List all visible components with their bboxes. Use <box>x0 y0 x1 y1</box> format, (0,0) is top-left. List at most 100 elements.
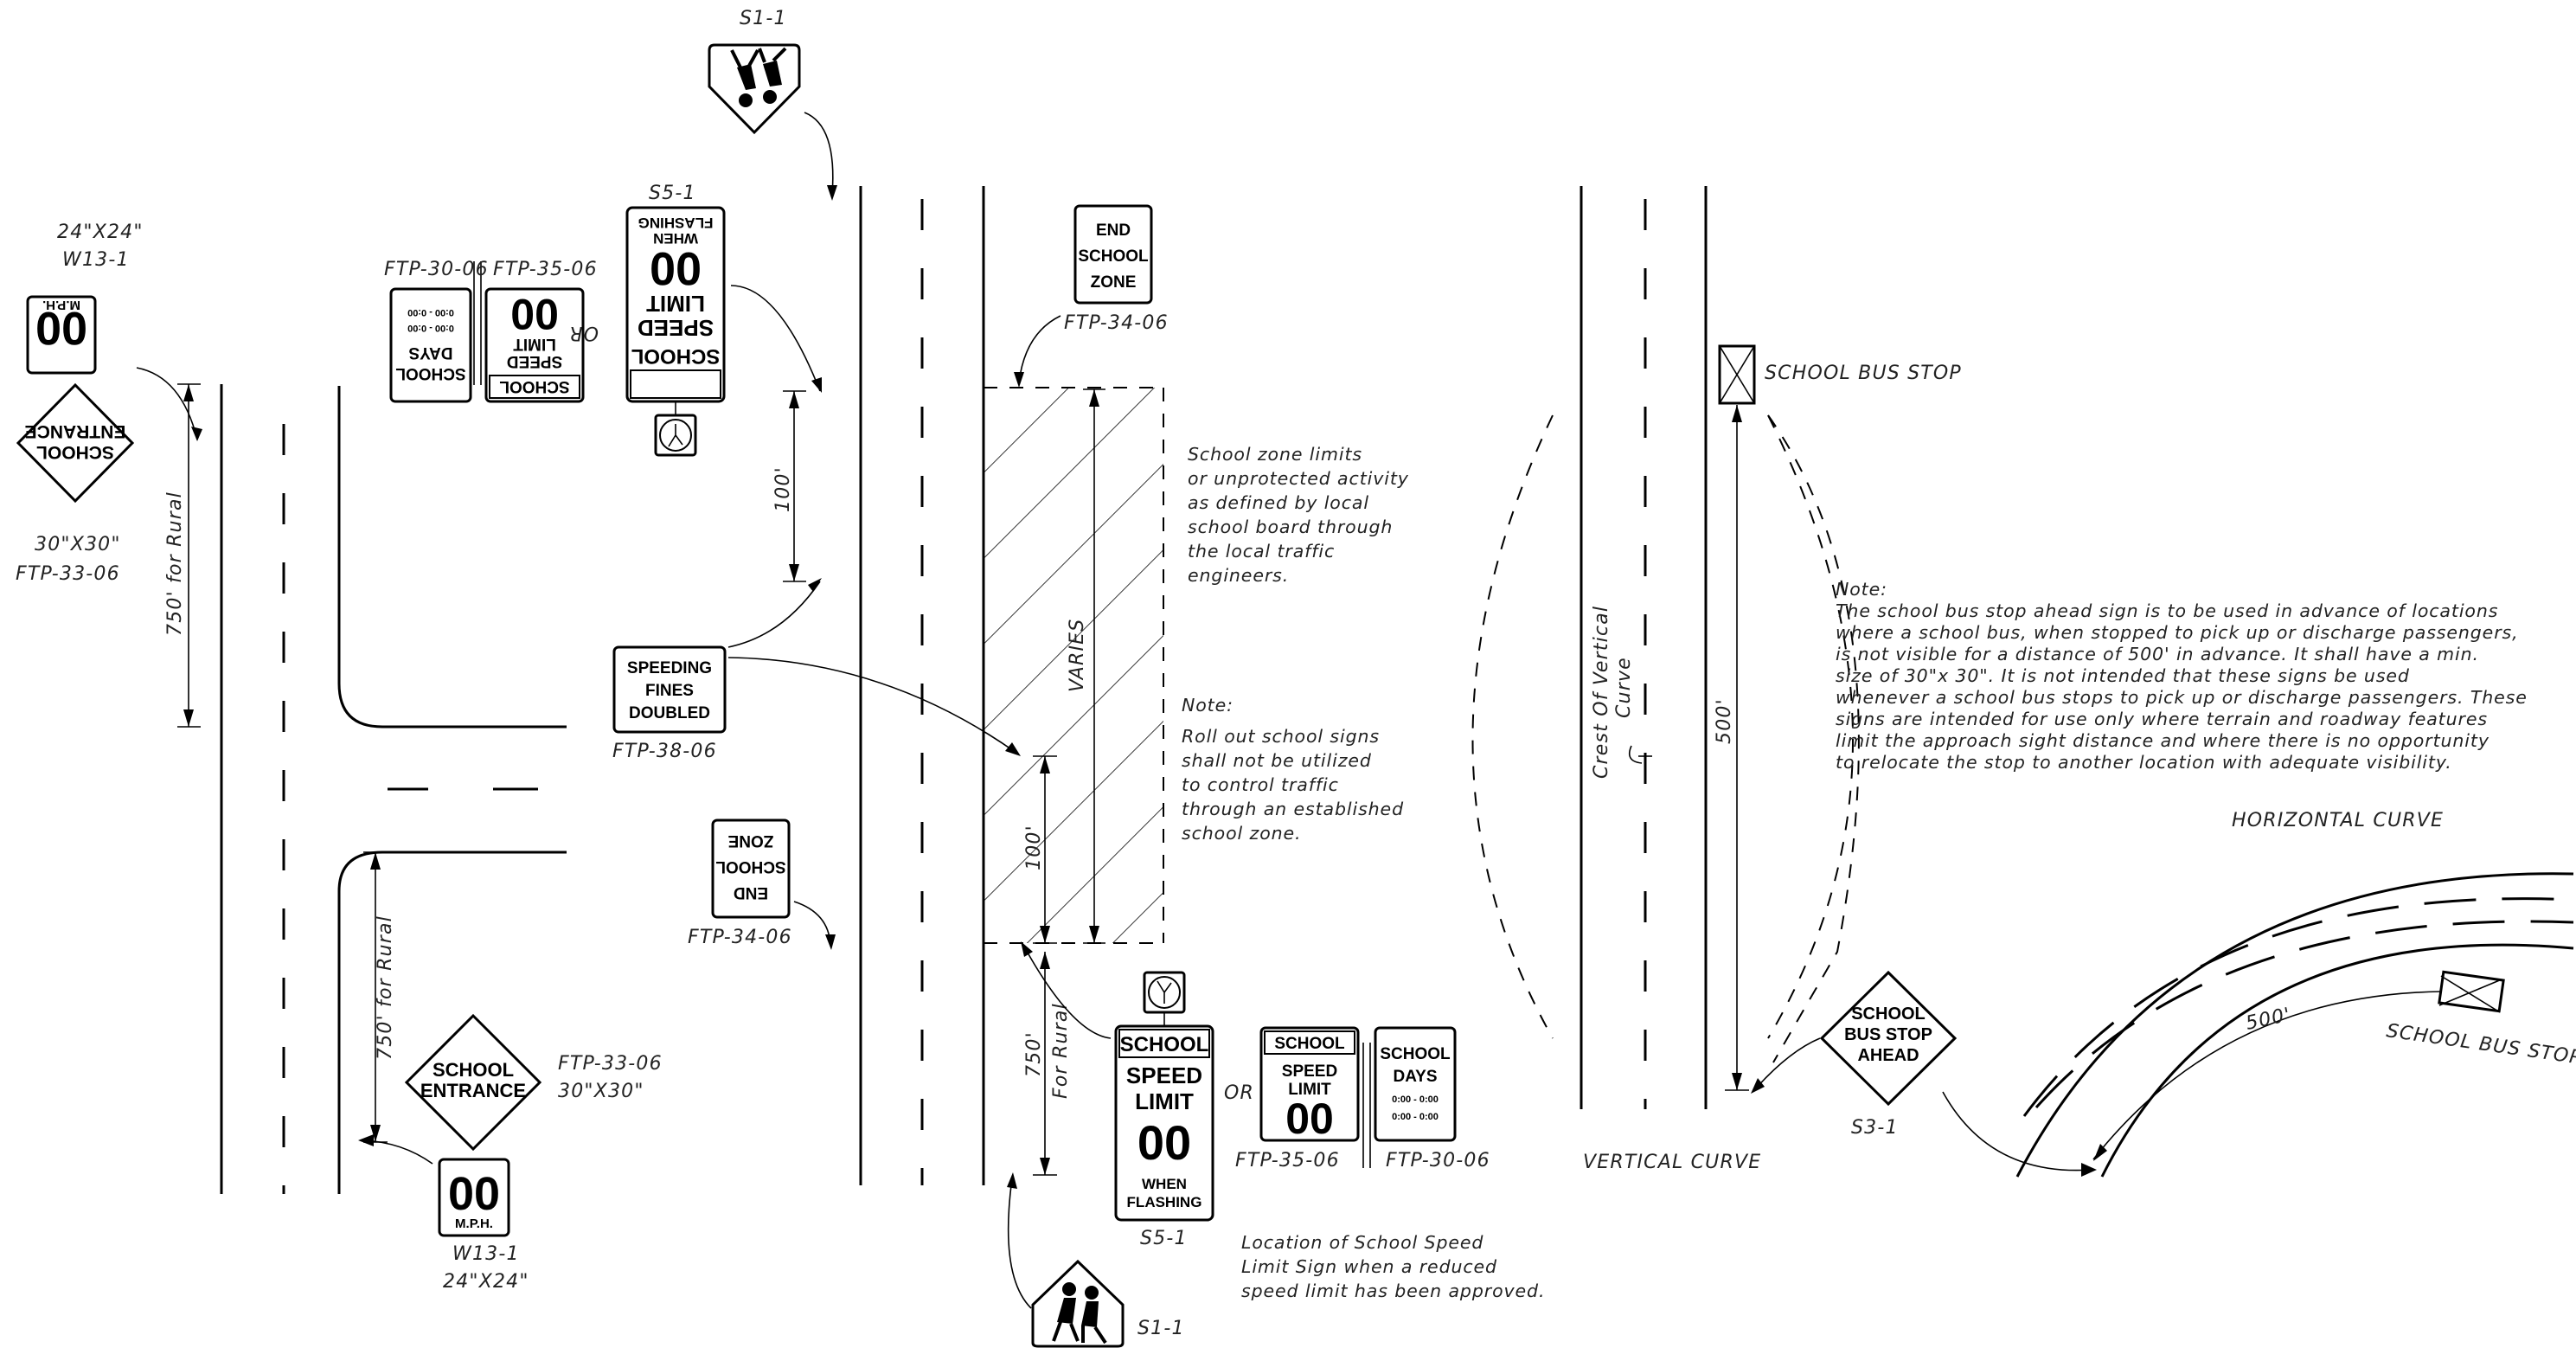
varies-label: VARIES <box>1067 619 1088 692</box>
ftp30-top-time2: 0:00 - 0:00 <box>407 307 454 318</box>
svg-text:engineers.: engineers. <box>1188 565 1289 586</box>
roll-out-note: Note: Roll out school signs shall not be… <box>1182 695 1404 844</box>
ftp35-top-limit: LIMIT <box>513 335 556 353</box>
s1-sign-top <box>708 43 801 135</box>
s5-bottom-limit: LIMIT <box>1135 1088 1194 1114</box>
s5-top-when: WHEN <box>653 230 698 247</box>
entrance-bottom-line2: ENTRANCE <box>420 1080 526 1101</box>
bus-stop-note: Note: The school bus stop ahead sign is … <box>1836 579 2528 773</box>
entrance-bottom-line1: SCHOOL <box>433 1059 514 1081</box>
ftp35-top-speed: SPEED <box>507 352 562 370</box>
children-crossing-icon-top <box>730 47 787 107</box>
svg-text:Limit Sign when a reduced: Limit Sign when a reduced <box>1241 1256 1497 1277</box>
end-mid-line3: ZONE <box>728 831 774 850</box>
entrance-top-line1: SCHOOL <box>36 442 114 462</box>
school-bus-stop-marker-curve <box>2438 970 2505 1013</box>
ftp35-bottom-label: FTP-35-06 <box>1235 1150 1340 1171</box>
beacon-icon-top <box>659 419 692 452</box>
svg-text:where a school bus, when stopp: where a school bus, when stopped to pick… <box>1836 622 2519 643</box>
dim-750-label: 750' <box>1023 1031 1045 1077</box>
dimension-500-curve <box>2092 991 2442 1160</box>
svg-text:Note:: Note: <box>1182 695 1234 716</box>
svg-text:or unprotected activity: or unprotected activity <box>1188 468 1409 489</box>
dim-100-mid-label: 100' <box>1023 825 1045 870</box>
ftp34-top-label: FTP-34-06 <box>1064 312 1169 334</box>
svg-text:to relocate the stop to anothe: to relocate the stop to another location… <box>1836 752 2452 773</box>
svg-text:through an established: through an established <box>1182 799 1404 819</box>
s5-top-speed: SPEED <box>638 315 714 341</box>
w13-bottom-value: 00 <box>448 1168 500 1220</box>
dim-750-rural-bottom-label: 750' for Rural <box>375 915 396 1060</box>
ftp35-sign-bottom: SCHOOL SPEED LIMIT 00 <box>1259 1026 1360 1143</box>
ftp30-bottom-line1: SCHOOL <box>1380 1045 1451 1063</box>
school-entrance-sign-top: SCHOOL ENTRANCE <box>16 382 135 504</box>
location-note: Location of School Speed Limit Sign when… <box>1241 1232 1545 1301</box>
svg-text:school zone.: school zone. <box>1182 823 1301 844</box>
svg-text:to control traffic: to control traffic <box>1182 774 1339 795</box>
bus-stop-curve-label: SCHOOL BUS STOP <box>2385 1020 2576 1069</box>
size-24-top-label: 24"X24" <box>57 221 144 243</box>
end-mid-line1: END <box>734 883 768 902</box>
end-school-zone-sign-mid: END SCHOOL ZONE <box>711 818 791 919</box>
ftp30-bottom-time1: 0:00 - 0:00 <box>1392 1094 1439 1105</box>
ftp30-sign-bottom: SCHOOL DAYS 0:00 - 0:00 0:00 - 0:00 <box>1374 1026 1457 1142</box>
ftp38-label: FTP-38-06 <box>612 741 717 762</box>
svg-text:whenever a school bus stops to: whenever a school bus stops to pick up o… <box>1836 687 2528 708</box>
entrance-top-line2: ENTRANCE <box>25 421 126 441</box>
ftp35-sign-top: SCHOOL SPEED LIMIT 00 <box>484 287 585 403</box>
ftp35-top-school: SCHOOL <box>499 377 570 395</box>
s5-bottom-flashing: FLASHING <box>1127 1194 1202 1210</box>
s3-label: S3-1 <box>1851 1117 1899 1139</box>
ftp30-top-time1: 0:00 - 0:00 <box>407 323 454 333</box>
ftp35-bottom-speed: SPEED <box>1282 1062 1337 1081</box>
vertical-curve-label: VERTICAL CURVE <box>1583 1152 1761 1173</box>
dimension-100-mid <box>1033 755 1057 944</box>
ftp30-bottom-line2: DAYS <box>1393 1068 1437 1086</box>
svg-text:Note:: Note: <box>1836 579 1887 600</box>
w13-top-unit: M.P.H. <box>42 298 80 312</box>
dim-100-top-label: 100' <box>772 466 794 512</box>
svg-text:shall not be utilized: shall not be utilized <box>1182 750 1372 771</box>
svg-text:as defined by local: as defined by local <box>1188 492 1369 513</box>
svg-text:signs are intended for use onl: signs are intended for use only where te… <box>1836 709 2488 729</box>
size-30-top-label: 30"X30" <box>35 534 121 555</box>
dim-for-rural-label: For Rural <box>1050 1003 1072 1099</box>
w13-sign-top: 00 M.P.H. <box>26 295 97 375</box>
horizontal-curve-label: HORIZONTAL CURVE <box>2232 810 2444 831</box>
s5-top-limit: LIMIT <box>646 291 705 317</box>
w13-sign-bottom: 00 M.P.H. <box>438 1158 510 1237</box>
or-top-label: OR <box>568 322 599 343</box>
svg-text:limit the approach sight dista: limit the approach sight distance and wh… <box>1836 730 2489 751</box>
dimension-500-vertical <box>1725 405 1749 1091</box>
s5-top-school: SCHOOL <box>631 344 721 368</box>
main-road <box>859 186 985 1185</box>
bus-ahead-line2: BUS STOP <box>1844 1025 1932 1044</box>
ftp30-bottom-time2: 0:00 - 0:00 <box>1392 1112 1439 1122</box>
svg-text:is not visible for a distance: is not visible for a distance of 500' in… <box>1836 644 2479 664</box>
end-mid-line2: SCHOOL <box>715 857 786 876</box>
crest-label: Crest Of Vertical <box>1591 606 1612 779</box>
svg-text:Location of School Speed: Location of School Speed <box>1241 1232 1483 1253</box>
ftp35-bottom-limit: LIMIT <box>1288 1081 1331 1099</box>
school-bus-ahead-sign: SCHOOL BUS STOP AHEAD <box>1819 970 1958 1107</box>
size-24-bottom-label: 24"X24" <box>443 1271 529 1293</box>
s5-top-flashing: FLASHING <box>638 215 714 231</box>
s5-bottom-label: S5-1 <box>1140 1228 1188 1249</box>
school-zone-limits-note: School zone limits or unprotected activi… <box>1188 444 1409 586</box>
varies-dimension <box>1083 388 1105 944</box>
svg-text:speed limit has been approved.: speed limit has been approved. <box>1241 1281 1545 1301</box>
vertical-curve-road <box>1471 186 1854 1109</box>
fines-line1: SPEEDING <box>627 659 712 677</box>
or-bottom-label: OR <box>1224 1082 1254 1104</box>
s5-bottom-when: WHEN <box>1142 1176 1187 1192</box>
bus-ahead-line1: SCHOOL <box>1851 1005 1926 1024</box>
dimension-750-rural-top <box>177 383 201 728</box>
s5-bottom-value: 00 <box>1137 1115 1191 1170</box>
svg-text:The school bus stop ahead sign: The school bus stop ahead sign is to be … <box>1836 600 2498 621</box>
s1-top-label: S1-1 <box>740 8 787 29</box>
ftp34-mid-label: FTP-34-06 <box>688 927 792 948</box>
ftp35-bottom-school: SCHOOL <box>1274 1035 1345 1053</box>
ftp35-top-value: 00 <box>510 290 559 338</box>
ftp33-top-label: FTP-33-06 <box>16 563 120 585</box>
